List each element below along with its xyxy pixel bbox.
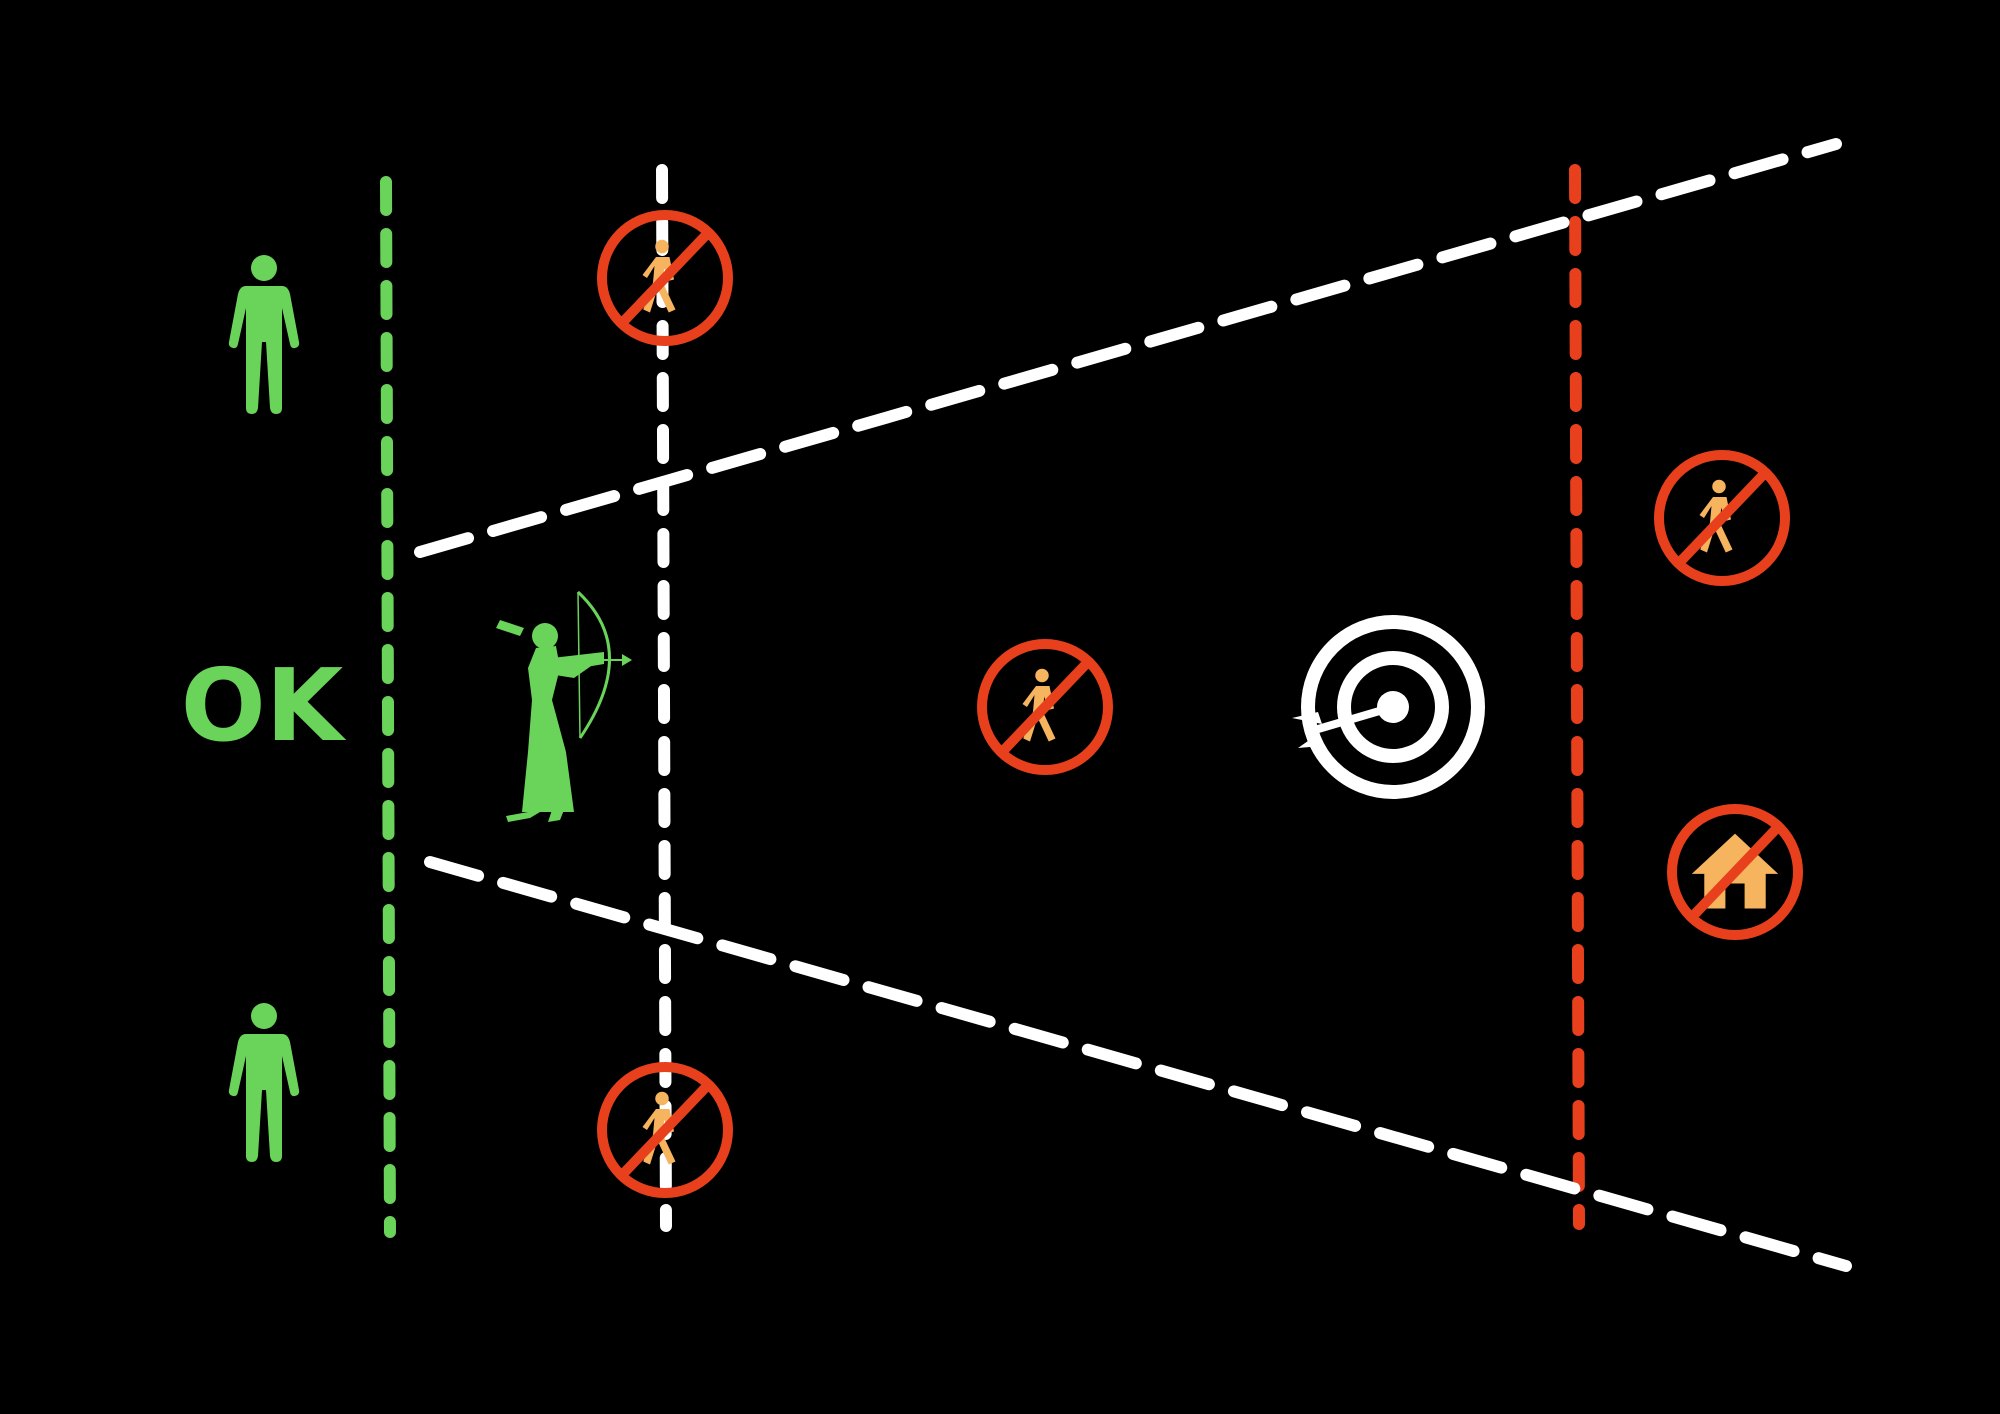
no-pedestrian-icon — [1654, 450, 1790, 586]
shooting-line — [656, 164, 672, 1232]
no-house-icon — [1667, 804, 1803, 940]
range-end-line — [1569, 164, 1585, 1230]
no-pedestrian-icon — [597, 210, 733, 346]
no-pedestrian-icon — [597, 1062, 733, 1198]
person-standing-icon — [228, 255, 300, 414]
target-icon — [1292, 615, 1485, 799]
spectator-line — [380, 176, 396, 1238]
danger-zone-upper-line — [414, 138, 1842, 558]
danger-zone-lines — [414, 138, 1852, 1272]
vertical-boundary-lines — [380, 164, 1585, 1238]
danger-zone-lower-line — [424, 856, 1852, 1272]
person-standing-icon — [228, 1003, 300, 1162]
no-pedestrian-icon — [977, 639, 1113, 775]
archer-icon — [496, 590, 632, 822]
ok-label: OK — [181, 647, 347, 764]
